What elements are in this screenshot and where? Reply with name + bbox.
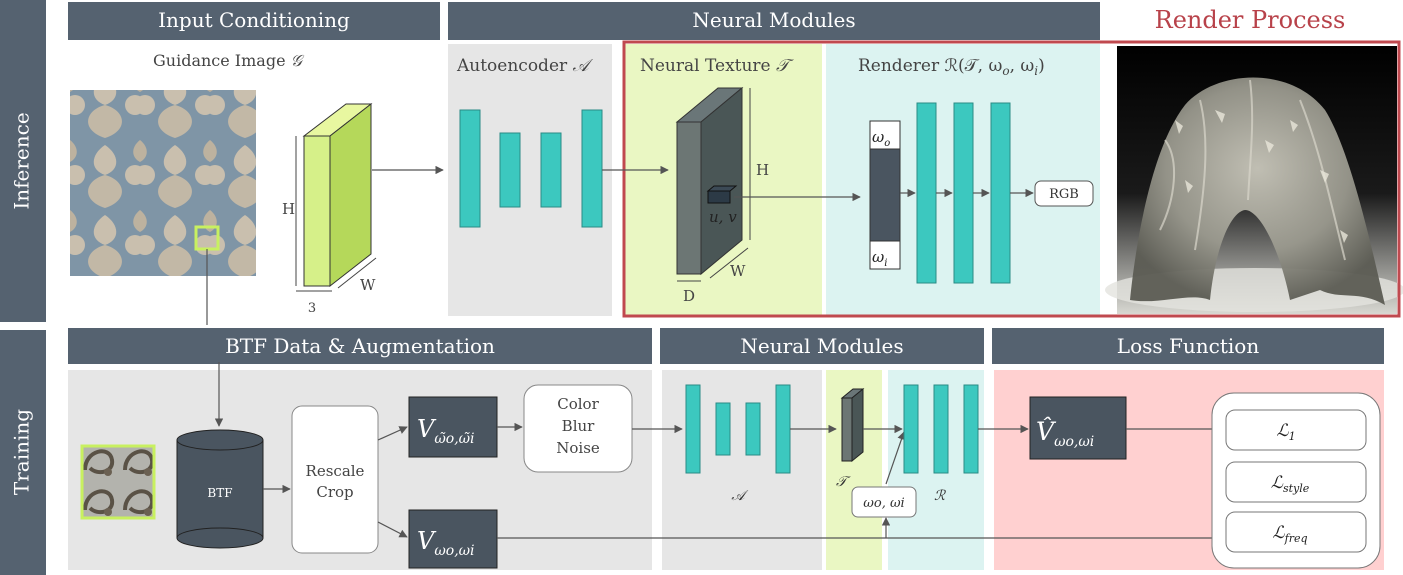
svg-text:Autoencoder 𝒜: Autoencoder 𝒜 [456,56,594,76]
v-augmented-label: V [417,415,437,443]
svg-text:Neural Texture 𝒯: Neural Texture 𝒯 [640,56,794,76]
crop-label: Crop [316,483,353,501]
inference-label: Inference [10,112,34,209]
header-loss-function [992,328,1384,364]
autoencoder-label: Autoencoder [456,56,573,76]
autoencoder-layers [459,109,603,228]
header-loss-function-text: Loss Function [1117,334,1260,358]
guidance-image [70,90,256,276]
svg-text:ℒ1: ℒ1 [1276,421,1295,443]
v-hat-label: V̂ [1036,417,1057,446]
header-btf-data [68,328,652,364]
svg-text:ωo: ωo [872,128,890,149]
omega-pair-label: ωo, ωi [863,496,904,511]
svg-text:ℒfreq: ℒfreq [1272,523,1307,545]
loss-l1-label: ℒ [1276,421,1289,441]
renderer-layers [916,102,1011,284]
svg-text:Guidance Image 𝒢: Guidance Image 𝒢 [153,51,305,70]
btf-label: BTF [207,486,232,500]
header-input-conditioning [68,2,440,40]
svg-text:ℒstyle: ℒstyle [1271,473,1310,495]
input-w-label: W [360,276,376,294]
v-plain-box [408,509,498,569]
header-neural-modules-bottom [660,328,984,364]
texture-w-label: W [730,262,746,280]
autoencoder-symbol: 𝒜 [573,56,594,76]
rescale-crop-box [291,405,379,554]
rgb-label: RGB [1049,187,1079,202]
augment-noise: Noise [556,439,600,457]
header-input-conditioning-text: Input Conditioning [158,8,350,32]
render-process-border [622,40,1401,318]
train-texture-tensor [840,387,865,463]
omega-pair-box [851,486,917,518]
loss-style-box [1225,461,1367,503]
v-plain-label: V [417,527,437,555]
loss-l1-box [1225,409,1367,451]
train-renderer-layers [903,384,979,474]
btf-database-icon [176,429,264,549]
neural-texture-label: Neural Texture [640,56,776,76]
svg-text:Vωo,ωi: Vωo,ωi [417,527,475,559]
neural-texture-tensor [675,86,744,276]
rgb-output [1034,180,1094,207]
guidance-symbol: 𝒢 [291,51,305,70]
texture-uv-label: u, v [709,208,737,226]
omega-o-label: ω [872,128,884,146]
header-neural-modules-bottom-text: Neural Modules [740,334,903,358]
texture-d-label: D [683,287,695,305]
rescale-label: Rescale [306,462,365,480]
training-side-bar [0,330,46,575]
btf-patch-image [80,444,156,520]
guidance-label: Guidance Image [153,51,291,70]
loss-freq-box [1225,511,1367,553]
loss-freq-label: ℒ [1272,523,1285,543]
svg-text:Renderer ℛ(𝒯, ωo, ωi): Renderer ℛ(𝒯, ωo, ωi) [858,56,1045,78]
train-autoencoder-layers [685,384,791,474]
v-hat-box [1029,396,1127,460]
omega-i-label: ω [872,248,884,266]
header-neural-modules-top [448,2,1100,40]
svg-text:Vω̃o,ω̃i: Vω̃o,ω̃i [417,415,475,447]
training-label: Training [10,409,34,495]
render-image [1105,46,1403,314]
train-r-symbol: ℛ [934,488,946,504]
input-h-label: H [282,200,295,218]
texture-h-label: H [756,161,769,179]
header-btf-data-text: BTF Data & Augmentation [225,334,495,358]
train-a-symbol: 𝒜 [731,488,748,504]
input-c-label: 3 [308,301,316,316]
loss-style-label: ℒ [1271,473,1284,493]
augment-color: Color [557,395,599,413]
header-render-process: Render Process [1155,6,1346,34]
augment-blur: Blur [562,417,595,435]
header-neural-modules-top-text: Neural Modules [692,8,855,32]
renderer-label: Renderer ℛ(𝒯, ω [858,56,1002,76]
renderer-input-vector [869,120,901,270]
input-tensor [302,102,373,288]
inference-side-bar [0,0,46,322]
svg-text:V̂ωo,ωi: V̂ωo,ωi [1036,417,1094,450]
svg-text:ωi: ωi [872,248,887,269]
